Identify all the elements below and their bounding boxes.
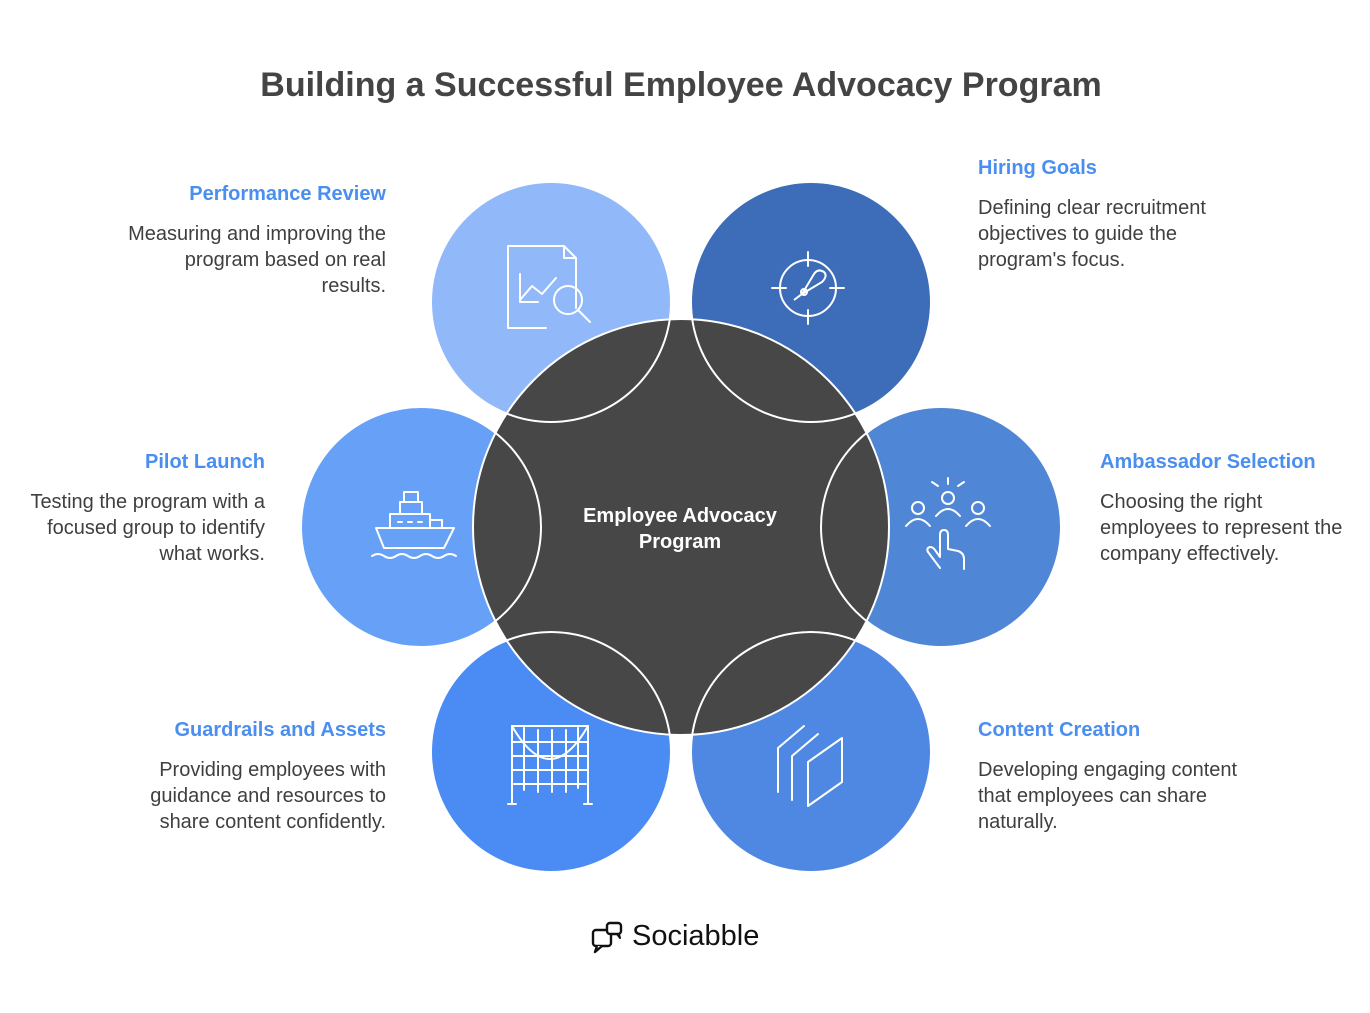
segment-guardrails: Guardrails and Assets Providing employee… [120,717,386,835]
overlap-arcs [300,181,1062,873]
segment-pilot: Pilot Launch Testing the program with a … [20,449,265,567]
segment-performance: Performance Review Measuring and improvi… [120,181,386,299]
segment-heading: Ambassador Selection [1100,451,1316,473]
center-line2: Program [639,531,721,553]
ship-icon [371,491,457,559]
sociabble-logo: Sociabble [590,918,790,958]
segment-description: Developing engaging content that employe… [978,759,1238,833]
target-icon [771,251,845,325]
segment-hiring: Hiring Goals Defining clear recruitment … [978,155,1228,273]
segment-ambassador: Ambassador Selection Choosing the right … [1100,449,1360,567]
segment-heading: Content Creation [978,719,1141,741]
layers-icon [777,725,843,807]
chat-bubbles-icon [591,921,623,954]
segment-content: Content Creation Developing engaging con… [978,717,1238,835]
segment-description: Defining clear recruitment objectives to… [978,197,1206,271]
segment-heading: Hiring Goals [978,157,1097,179]
report-magnifier-icon [507,245,591,329]
net-icon [507,725,593,805]
segment-description: Measuring and improving the program base… [128,223,386,297]
segment-heading: Performance Review [189,183,386,205]
center-circle [473,319,889,735]
center-line1: Employee Advocacy [583,505,778,527]
logo-text: Sociabble [632,920,760,952]
people-select-icon [905,477,991,570]
diagram-title: Building a Successful Employee Advocacy … [260,66,1102,104]
segment-heading: Guardrails and Assets [174,719,386,741]
segment-description: Choosing the right employees to represen… [1100,491,1343,565]
segment-description: Testing the program with a focused group… [30,491,265,565]
segment-description: Providing employees with guidance and re… [150,759,386,833]
segment-heading: Pilot Launch [145,451,265,473]
